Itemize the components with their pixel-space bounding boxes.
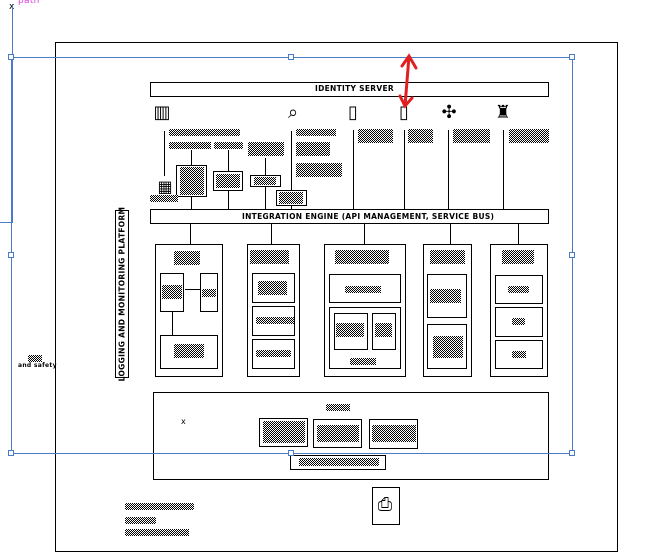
connector xyxy=(448,130,449,210)
redacted-text xyxy=(254,177,276,185)
redacted-text xyxy=(250,250,289,264)
selection-label: path xyxy=(18,0,40,6)
resize-handle[interactable] xyxy=(569,450,575,456)
component-box[interactable] xyxy=(495,275,543,304)
redacted-text xyxy=(216,174,240,188)
identity-server-box[interactable] xyxy=(150,82,549,97)
redacted-text xyxy=(502,250,534,264)
redacted-text xyxy=(125,529,189,536)
resize-handle[interactable] xyxy=(8,252,14,258)
resize-handle[interactable] xyxy=(8,54,14,60)
printer-icon-frame[interactable] xyxy=(372,487,400,525)
redacted-text xyxy=(372,425,416,442)
guide-line-horizontal[interactable] xyxy=(0,222,13,223)
redacted-text xyxy=(150,195,178,202)
redacted-text xyxy=(169,142,211,149)
redacted-text xyxy=(180,167,204,195)
redacted-text xyxy=(345,286,381,293)
redacted-text xyxy=(358,129,393,143)
connector xyxy=(503,130,504,210)
redacted-text xyxy=(263,421,305,443)
redacted-text xyxy=(125,503,194,510)
redacted-text xyxy=(336,323,364,337)
redacted-text xyxy=(279,192,303,204)
redacted-text xyxy=(28,355,42,362)
connector xyxy=(404,130,405,210)
redacted-text xyxy=(430,289,461,303)
redacted-text xyxy=(296,163,342,177)
redacted-text xyxy=(248,142,284,156)
redacted-text xyxy=(509,129,549,143)
connector xyxy=(185,289,200,290)
redacted-text xyxy=(433,336,463,358)
kiosk-icon: ▥ xyxy=(153,102,171,123)
redacted-text xyxy=(508,286,529,293)
redacted-text xyxy=(256,317,294,324)
logging-platform-box[interactable] xyxy=(115,210,129,378)
redacted-text xyxy=(453,129,490,143)
anchor-marker[interactable]: x xyxy=(181,417,186,426)
resize-handle[interactable] xyxy=(8,450,14,456)
redacted-text xyxy=(326,404,350,411)
connector xyxy=(172,312,173,335)
redacted-text xyxy=(174,344,204,358)
redacted-text xyxy=(512,351,526,358)
tablet-icon: ▯ xyxy=(399,102,409,123)
redacted-text xyxy=(375,323,392,337)
redacted-text xyxy=(256,350,291,357)
redacted-text xyxy=(430,250,465,264)
connector xyxy=(271,224,272,244)
connector xyxy=(353,130,354,210)
connector xyxy=(518,224,519,244)
connector xyxy=(190,224,191,244)
resize-handle[interactable] xyxy=(569,252,575,258)
redacted-text xyxy=(350,358,376,365)
calendar-icon: ▦ xyxy=(157,177,173,196)
redacted-text xyxy=(202,289,216,297)
redacted-text xyxy=(335,250,389,264)
integration-engine-label: INTEGRATION ENGINE (API MANAGEMENT, SERV… xyxy=(242,212,495,221)
redacted-text xyxy=(162,285,182,299)
side-note: and safety xyxy=(18,362,57,369)
connector xyxy=(450,224,451,244)
resize-handle[interactable] xyxy=(288,54,294,60)
redacted-text xyxy=(299,458,379,466)
redacted-text xyxy=(408,129,433,143)
resize-handle[interactable] xyxy=(569,54,575,60)
search-analytics-icon: ⌕ xyxy=(287,102,299,123)
redacted-text xyxy=(512,318,525,325)
redacted-text xyxy=(214,142,243,149)
redacted-text xyxy=(169,129,240,136)
guide-line-vertical[interactable] xyxy=(12,4,13,222)
redacted-text xyxy=(317,425,359,442)
redacted-text xyxy=(174,251,200,265)
double-arrow-annotation xyxy=(398,53,418,109)
resize-handle[interactable] xyxy=(288,450,294,456)
identity-server-label: IDENTITY SERVER xyxy=(315,84,394,93)
redacted-text xyxy=(125,517,156,524)
logging-platform-label: LOGGING AND MONITORING PLATFORM xyxy=(117,206,127,382)
robot-icon: ♜ xyxy=(494,102,512,123)
redacted-text xyxy=(296,129,336,136)
printer-icon: ⎙ xyxy=(377,494,393,515)
connector xyxy=(364,224,365,244)
phone-icon: ▯ xyxy=(348,102,358,123)
network-icon: ✣ xyxy=(441,102,457,123)
integration-engine-box[interactable] xyxy=(150,209,549,224)
anchor-marker[interactable]: x xyxy=(9,2,14,12)
redacted-text xyxy=(258,281,287,295)
redacted-text xyxy=(296,142,330,156)
connector xyxy=(164,131,165,176)
connector xyxy=(291,131,292,210)
